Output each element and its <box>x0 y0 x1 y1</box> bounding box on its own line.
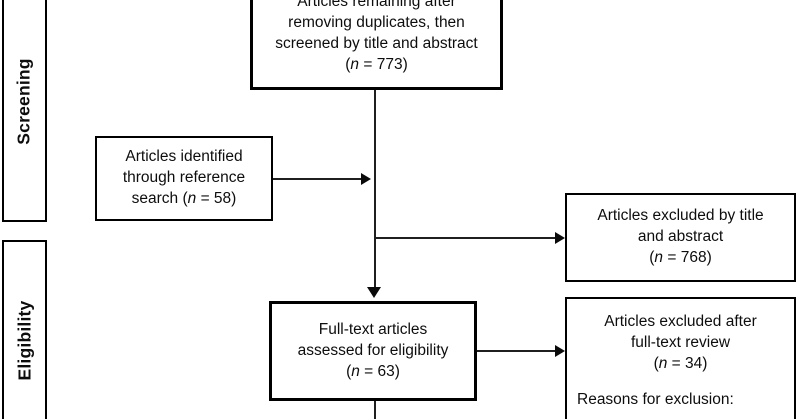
box-text-line: Articles excluded by title <box>597 207 764 224</box>
arrow-right-icon <box>555 232 565 244</box>
arrow-right-icon <box>361 172 371 185</box>
stage-box-screening: Screening <box>2 0 47 222</box>
box-text-line: search (n = 58) <box>131 190 237 207</box>
box-reference-search: Articles identified through reference sear… <box>95 136 273 221</box>
box-text-line: (n = 768) <box>649 249 712 266</box>
box-text-line: Articles remaining after <box>297 0 456 10</box>
box-text-line: assessed for eligibility <box>297 342 449 359</box>
arrow-right-icon <box>555 345 565 357</box>
arrow-down-icon <box>367 287 381 298</box>
box-text-line: screened by title and abstract <box>275 35 478 52</box>
stage-label-screening: Screening <box>14 57 35 145</box>
box-fulltext-assessed: Full-text articles assessed for eligibili… <box>269 301 477 401</box>
box-excluded-fulltext: Articles excluded after full-text review (… <box>565 297 796 419</box>
connector-excluded-title-branch <box>374 237 556 239</box>
box-text-line: Articles identified <box>125 148 243 165</box>
box-text-line: full-text review <box>630 334 731 351</box>
stage-box-eligibility: Eligibility <box>2 240 47 419</box>
box-excluded-title-abstract: Articles excluded by title and abstract (n… <box>565 193 796 282</box>
box-text-line: through reference <box>122 169 246 186</box>
box-text-line: (n = 773) <box>345 56 408 73</box>
box-articles-remaining: Articles remaining after removing duplica… <box>250 0 503 90</box>
box-text-line: removing duplicates, then <box>288 14 465 31</box>
box-text-line: Full-text articles <box>318 321 428 338</box>
reasons-for-exclusion-label: Reasons for exclusion: <box>577 391 734 408</box>
connector-bottom-vertical <box>374 401 376 419</box>
connector-main-vertical <box>373 90 376 287</box>
box-text-line: (n = 34) <box>653 355 708 372</box>
connector-reference-horizontal <box>273 177 362 180</box>
box-text-line: (n = 63) <box>346 363 400 380</box>
box-text-line: and abstract <box>637 228 724 245</box>
connector-excluded-fulltext-branch <box>477 350 556 352</box>
stage-label-eligibility: Eligibility <box>14 300 34 380</box>
box-text-line: Articles excluded after <box>604 313 757 330</box>
